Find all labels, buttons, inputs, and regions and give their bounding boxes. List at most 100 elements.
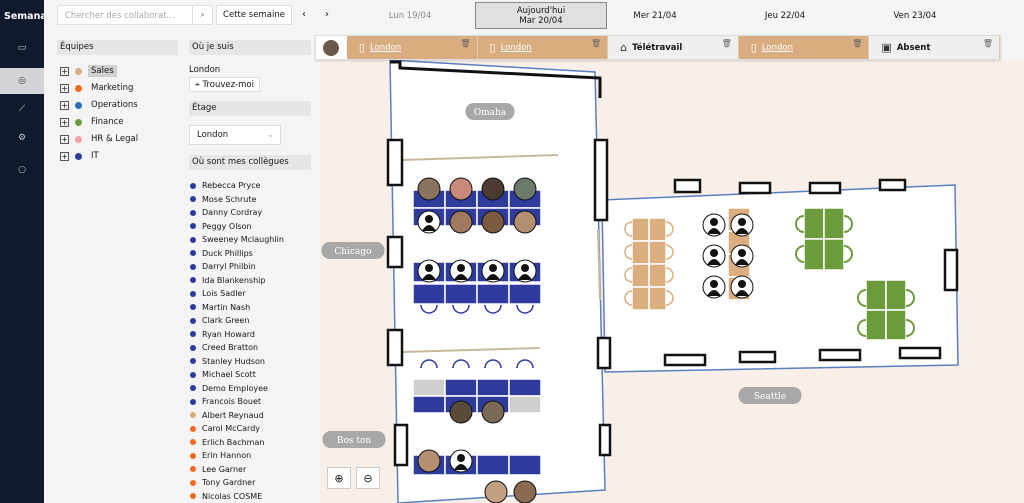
colleague-item[interactable]: Ryan Howard [190,328,255,341]
colleague-avatar[interactable] [449,177,473,201]
search-input[interactable]: Chercher des collaborat...⌕ [57,5,213,25]
colleague-item[interactable]: Martin Nash [190,301,250,314]
desk[interactable] [648,240,667,265]
day-tab[interactable]: Mer 21/04 [605,2,705,29]
settings-icon[interactable]: ⚙ [17,133,27,143]
colleague-item[interactable]: Stanley Hudson [190,355,265,368]
desk[interactable] [823,207,845,240]
desk[interactable] [865,309,887,341]
team-item[interactable]: +Operations [60,98,141,112]
desk[interactable] [412,378,446,397]
desk[interactable] [476,454,510,476]
desk[interactable] [631,240,650,265]
schedule-cell[interactable]: ⌂Télétravail🗑 [608,36,739,59]
desk[interactable] [508,395,542,414]
colleague-item[interactable]: Darryl Philbin [190,260,256,273]
empty-seat-icon[interactable] [702,275,726,299]
desk[interactable] [823,238,845,271]
room-label[interactable]: Omaha [465,103,515,120]
colleague-avatar[interactable] [417,449,441,473]
location-link[interactable]: London [761,42,794,53]
user-icon[interactable]: ○ [18,165,26,175]
room-label[interactable]: Bos ton [322,431,386,448]
trash-icon[interactable]: 🗑 [591,39,602,48]
desk[interactable] [508,283,542,305]
colleague-item[interactable]: Duck Phillips [190,247,253,260]
expand-icon[interactable]: + [60,134,69,144]
colleague-item[interactable]: Demo Employee [190,382,268,395]
desk[interactable] [803,207,825,240]
colleague-item[interactable]: Erin Hannon [190,449,251,462]
trash-icon[interactable]: 🗑 [721,39,732,48]
colleague-avatar[interactable] [449,400,473,424]
schedule-cell[interactable]: ▯London🗑 [477,36,609,59]
room-label[interactable]: Seattle [738,387,802,404]
desk[interactable] [412,395,446,414]
colleague-item[interactable]: Tony Gardner [190,476,255,489]
day-tab[interactable]: Ven 23/04 [865,2,965,29]
colleague-avatar[interactable] [449,210,473,234]
day-tab[interactable]: Lun 19/04 [360,2,460,29]
desk[interactable] [631,263,650,288]
desk[interactable] [648,263,667,288]
find-me-button[interactable]: ⌖ Trouvez-moi [189,77,260,92]
schedule-cell[interactable]: ▣Absent🗑 [869,36,1001,59]
team-item[interactable]: +Finance [60,115,127,129]
next-week-icon[interactable]: › [325,9,329,20]
empty-seat-icon[interactable] [513,259,537,283]
desk[interactable] [648,286,667,311]
desk[interactable] [885,279,907,311]
search-icon[interactable]: ⌕ [192,6,212,24]
colleague-avatar[interactable] [484,480,508,503]
colleague-item[interactable]: Francois Bouet [190,395,261,408]
colleague-avatar[interactable] [513,480,537,503]
colleague-item[interactable]: Carol McCardy [190,422,260,435]
trash-icon[interactable]: 🗑 [852,39,863,48]
empty-seat-icon[interactable] [481,259,505,283]
expand-icon[interactable]: + [60,117,69,127]
day-tab[interactable]: Jeu 22/04 [735,2,835,29]
desk[interactable] [885,309,907,341]
desk[interactable] [631,217,650,242]
desk[interactable] [865,279,887,311]
team-item[interactable]: +Sales [60,64,117,78]
empty-seat-icon[interactable] [730,213,754,237]
colleague-item[interactable]: Nicolas COSME [190,490,262,503]
desk[interactable] [648,217,667,242]
desk[interactable] [631,286,650,311]
colleague-item[interactable]: Albert Reynaud [190,409,264,422]
trash-icon[interactable]: 🗑 [982,39,994,48]
empty-seat-icon[interactable] [417,259,441,283]
team-item[interactable]: +Marketing [60,81,136,95]
location-link[interactable]: London [369,42,402,53]
colleague-avatar[interactable] [513,177,537,201]
desk[interactable] [412,283,446,305]
schedule-cell[interactable]: ▯London🗑 [738,36,870,59]
desk[interactable] [508,454,542,476]
floor-select[interactable]: London⌄ [189,125,281,145]
chart-icon[interactable]: ⟋ [18,104,26,114]
empty-seat-icon[interactable] [702,213,726,237]
expand-icon[interactable]: + [60,151,69,161]
desk[interactable] [476,283,510,305]
zoom-out-button[interactable]: ⊖ [356,467,380,489]
colleague-avatar[interactable] [481,400,505,424]
this-week-button[interactable]: Cette semaine [216,5,292,25]
desk[interactable] [803,238,825,271]
colleague-item[interactable]: Lee Garner [190,463,246,476]
colleague-item[interactable]: Clark Green [190,314,249,327]
colleague-item[interactable]: Sweeney Mclaughlin [190,233,284,246]
zoom-in-button[interactable]: ⊕ [327,467,351,489]
empty-seat-icon[interactable] [417,210,441,234]
empty-seat-icon[interactable] [702,244,726,268]
colleague-item[interactable]: Rebecca Pryce [190,179,260,192]
desk[interactable] [508,378,542,397]
colleague-item[interactable]: Michael Scott [190,368,256,381]
colleague-avatar[interactable] [417,177,441,201]
colleague-item[interactable]: Ida Blankenship [190,274,265,287]
empty-seat-icon[interactable] [730,275,754,299]
team-item[interactable]: +HR & Legal [60,132,141,146]
schedule-cell[interactable]: ▯London🗑 [346,36,478,59]
